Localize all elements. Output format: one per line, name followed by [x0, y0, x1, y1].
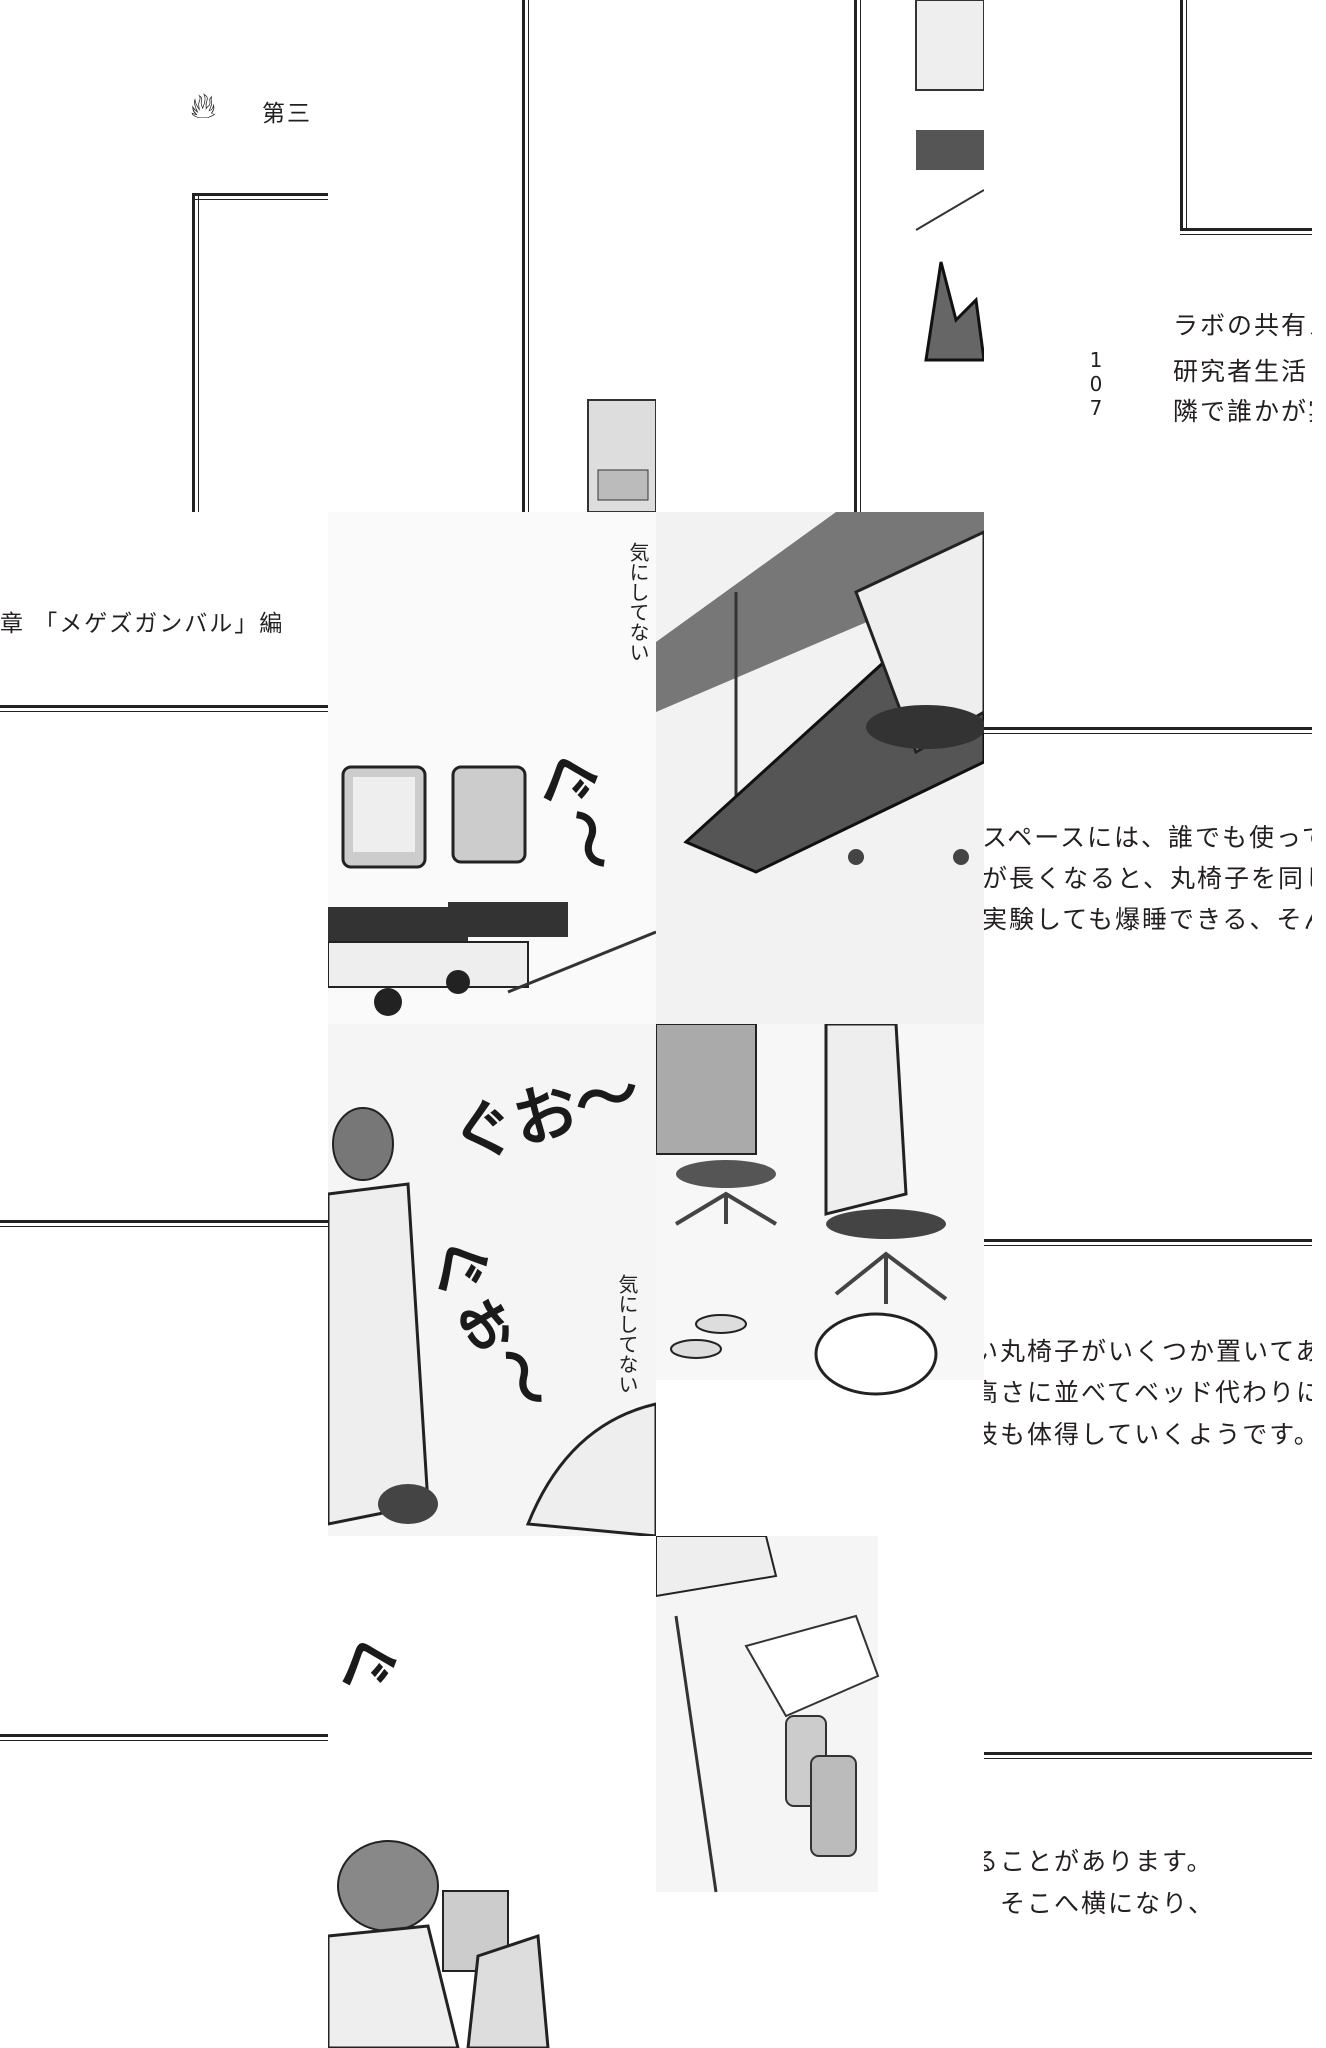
- body-text-line: 研究者生活: [1173, 357, 1309, 386]
- tile-text-top: 107 ラボの共有ス 研究者生活 隣で誰かが実: [984, 0, 1312, 512]
- stools-slippers-illustration: [656, 1024, 984, 1396]
- panel-border: [1180, 228, 1312, 235]
- tile-chapter-header: 🔥︎ 第三: [0, 0, 328, 512]
- sfx-note: 気にしてない: [626, 542, 650, 662]
- researcher-at-computer-illustration: [328, 1840, 550, 2048]
- body-text-line: い丸椅子がいくつか置いてあ: [984, 1337, 1312, 1366]
- tile-snoring-scene: ぐお〜 ぐぉ〜 気にしてない: [328, 1024, 656, 1536]
- body-text-line: 技も体得していくようです。: [984, 1420, 1312, 1449]
- tile-panel-edge: [328, 0, 656, 512]
- panel-border: [984, 727, 1312, 734]
- flame-icon: 🔥︎: [190, 86, 217, 127]
- tile-text-lower: い丸椅子がいくつか置いてあ 高さに並べてベッド代わりにし 技も体得していくようで…: [984, 1024, 1312, 1536]
- body-text-line: ラボの共有ス: [1173, 311, 1312, 340]
- panel-border: [192, 193, 328, 200]
- tile-stools: [656, 1024, 984, 1536]
- tile-text-middle: スペースには、誰でも使ってい が長くなると、丸椅子を同じ高 実験しても爆睡できる…: [984, 512, 1312, 1024]
- tile-microscopes: 気にしてない ぐ〜: [328, 512, 656, 1024]
- tile-panel-border: [0, 1024, 328, 1536]
- panel-border: [0, 1220, 328, 1227]
- panel-border: [854, 0, 861, 512]
- lab-shelf-illustration: [915, 0, 984, 362]
- panel-border: [984, 1752, 1312, 1759]
- panel-border: [192, 193, 199, 512]
- lab-bench-illustration: [587, 399, 656, 512]
- panel-border: [0, 1734, 328, 1741]
- panel-border: [522, 0, 529, 512]
- tile-text-bottom: ることがあります。 、そこへ横になり、: [984, 1536, 1312, 2048]
- sleeping-researcher-illustration: [656, 512, 984, 1024]
- bench-bottles-illustration: [656, 1536, 880, 1893]
- tile-bench-bottles: [656, 1536, 984, 2048]
- body-text-line: 実験しても爆睡できる、そんな: [984, 905, 1312, 934]
- researcher-standing-illustration: [328, 1024, 656, 1536]
- tile-sleeping-researcher: [656, 512, 984, 1024]
- chapter-title-part2: 章 「メゲズガンバル」編: [0, 611, 285, 637]
- page-number: 107: [1084, 348, 1108, 420]
- microscope-illustration: [328, 512, 656, 1024]
- body-text-line: 、そこへ横になり、: [984, 1889, 1216, 1918]
- panel-border: [984, 1239, 1312, 1246]
- chapter-title-part1: 第三: [262, 101, 312, 127]
- body-text-line: ることがあります。: [984, 1847, 1214, 1876]
- panel-border: [1180, 0, 1187, 230]
- sfx-note: 気にしてない: [615, 1274, 639, 1394]
- tile-lab-corner: [656, 0, 984, 512]
- body-text-line: が長くなると、丸椅子を同じ高: [984, 864, 1312, 893]
- tile-panel-border: [0, 1536, 328, 2048]
- body-text-line: 隣で誰かが実: [1173, 397, 1312, 426]
- body-text-line: 高さに並べてベッド代わりにし: [984, 1378, 1312, 1407]
- body-text-line: スペースには、誰でも使ってい: [984, 823, 1312, 852]
- tile-computer-user: ぐ: [328, 1536, 656, 2048]
- panel-border: [0, 705, 328, 712]
- tile-chapter-title: 章 「メゲズガンバル」編: [0, 512, 328, 1024]
